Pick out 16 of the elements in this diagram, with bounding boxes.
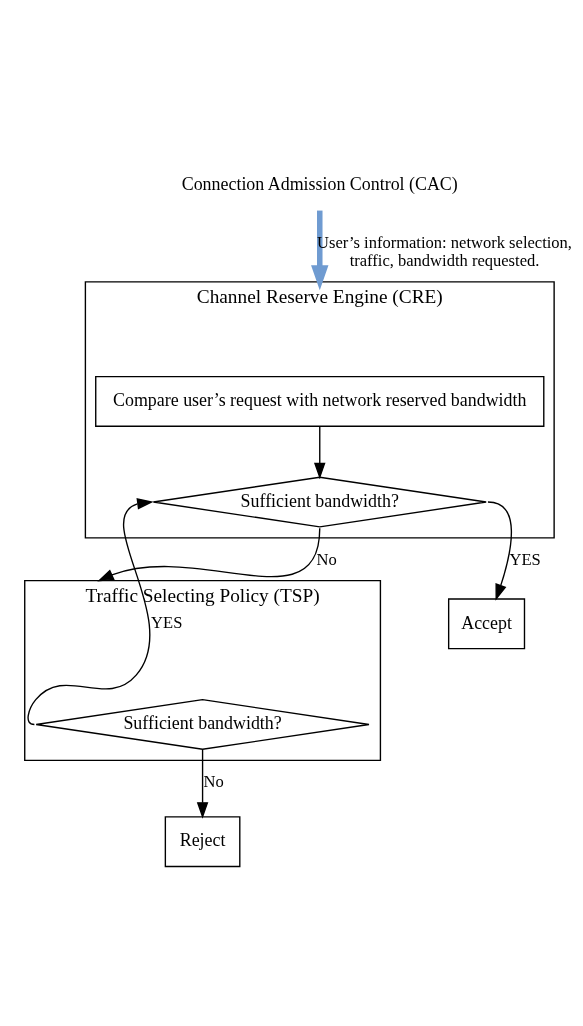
edge-label: No — [316, 549, 337, 569]
arrow — [313, 425, 326, 479]
node-box: Compare user’s request with network reserved bandwidth — [95, 375, 545, 427]
edge-label: No — [203, 771, 224, 791]
node-box: Accept — [447, 597, 526, 649]
arrow — [97, 527, 321, 581]
node-diamond: Sufficient bandwidth? — [35, 698, 370, 750]
arrow — [487, 500, 513, 601]
node-box: Reject — [164, 815, 241, 867]
node-diamond: Sufficient bandwidth? — [152, 476, 487, 528]
arrow — [27, 497, 154, 725]
node-text: Connection Admission Control (CAC) — [181, 173, 458, 194]
edge-label: YES — [151, 612, 183, 632]
arrow — [196, 748, 209, 819]
arrow — [311, 210, 329, 290]
edge-label: YES — [509, 549, 541, 569]
